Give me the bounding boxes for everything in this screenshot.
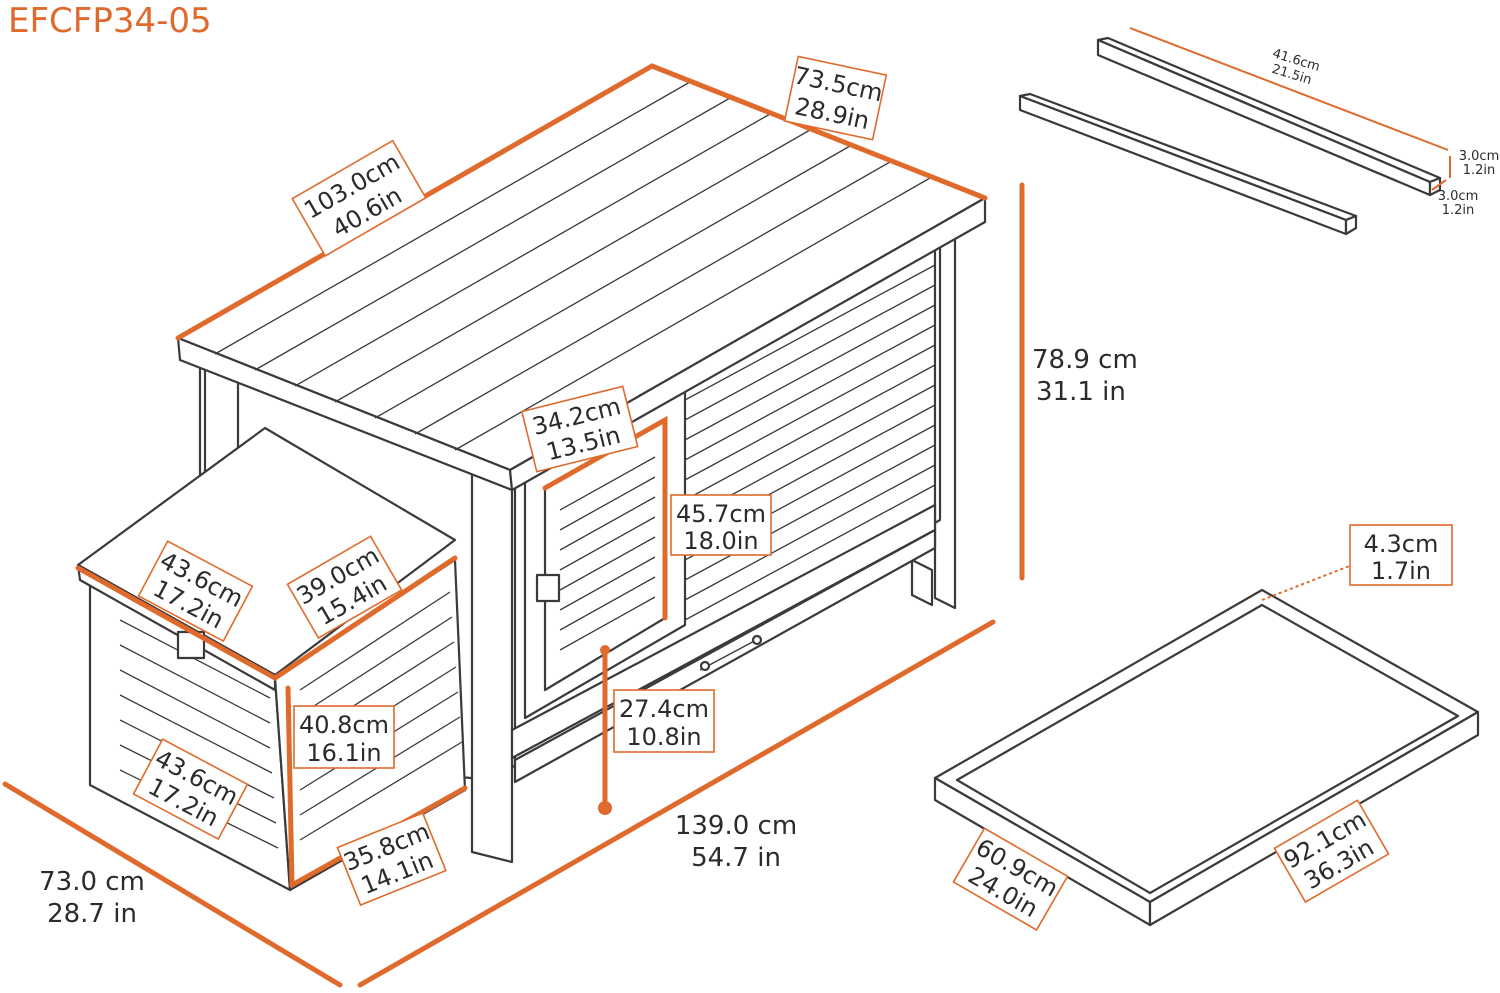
coop-door (523, 386, 687, 720)
svg-text:18.0in: 18.0in (683, 527, 758, 555)
nest-lid-width-line (75, 565, 278, 681)
door-latch-icon (535, 573, 561, 603)
svg-text:45.7cm: 45.7cm (676, 500, 766, 528)
tray-height-label: 4.3cm 1.7in (1349, 524, 1453, 586)
svg-text:1.2in: 1.2in (1442, 203, 1475, 218)
bar-height-label: 3.0cm 1.2in (1459, 149, 1500, 178)
nest-depth-label: 35.8cm 14.1in (336, 812, 447, 907)
coop-right-leg (910, 558, 934, 607)
svg-text:1.7in: 1.7in (1371, 557, 1431, 585)
nest-front-width-label: 43.6cm 17.2in (132, 738, 249, 841)
coop-left-front-post (470, 468, 514, 864)
svg-text:10.8in: 10.8in (626, 723, 701, 751)
height-label: 78.9 cm 31.1 in (1032, 345, 1138, 407)
svg-text:27.4cm: 27.4cm (619, 695, 709, 723)
nest-lid-width-label: 43.6cm 17.2in (137, 540, 254, 643)
support-bar-1 (1096, 38, 1432, 197)
tray-right-side (1148, 710, 1480, 927)
nest-height-line (285, 685, 295, 888)
svg-text:139.0 cm: 139.0 cm (675, 811, 797, 841)
bar-width-line (1431, 179, 1447, 191)
total-length-label: 139.0 cm 54.7 in (675, 811, 797, 873)
roof-depth-label: 73.5cm 28.9in (783, 55, 888, 141)
svg-text:3.0cm: 3.0cm (1459, 149, 1500, 164)
roof-depth-line (649, 63, 988, 201)
svg-text:1.2in: 1.2in (1463, 163, 1496, 178)
leg-clearance-label: 27.4cm 10.8in (613, 689, 715, 753)
bar-width-label: 3.0cm 1.2in (1438, 189, 1479, 218)
svg-text:73.0 cm: 73.0 cm (39, 867, 145, 897)
nest-height-label: 40.8cm 16.1in (293, 705, 395, 769)
svg-text:54.7 in: 54.7 in (691, 843, 781, 873)
support-bars (1018, 27, 1451, 236)
svg-text:4.3cm: 4.3cm (1364, 530, 1439, 558)
svg-text:31.1 in: 31.1 in (1036, 377, 1126, 407)
door-height-label: 45.7cm 18.0in (670, 494, 772, 556)
bottom-tray (933, 564, 1480, 927)
front-wall-slats (684, 264, 936, 621)
bar-length-line (1129, 27, 1449, 151)
svg-text:78.9 cm: 78.9 cm (1032, 345, 1138, 375)
svg-text:28.7 in: 28.7 in (47, 899, 137, 929)
svg-text:3.0cm: 3.0cm (1438, 189, 1479, 204)
svg-text:16.1in: 16.1in (306, 739, 381, 767)
svg-text:40.8cm: 40.8cm (299, 711, 389, 739)
nest-lid-depth-line (272, 555, 458, 681)
total-depth-label: 73.0 cm 28.7 in (39, 867, 145, 929)
model-number: EFCFP34-05 (8, 1, 212, 41)
nest-lid-depth-label: 39.0cm 15.4in (286, 535, 403, 640)
roof-planks (214, 81, 931, 451)
total-depth-line (2, 781, 343, 988)
tray-height-leader (1261, 564, 1353, 601)
total-length-line (357, 619, 996, 988)
door-outline-dim (542, 415, 668, 621)
tray-inner (955, 603, 1460, 895)
drawer-handle (699, 637, 761, 671)
